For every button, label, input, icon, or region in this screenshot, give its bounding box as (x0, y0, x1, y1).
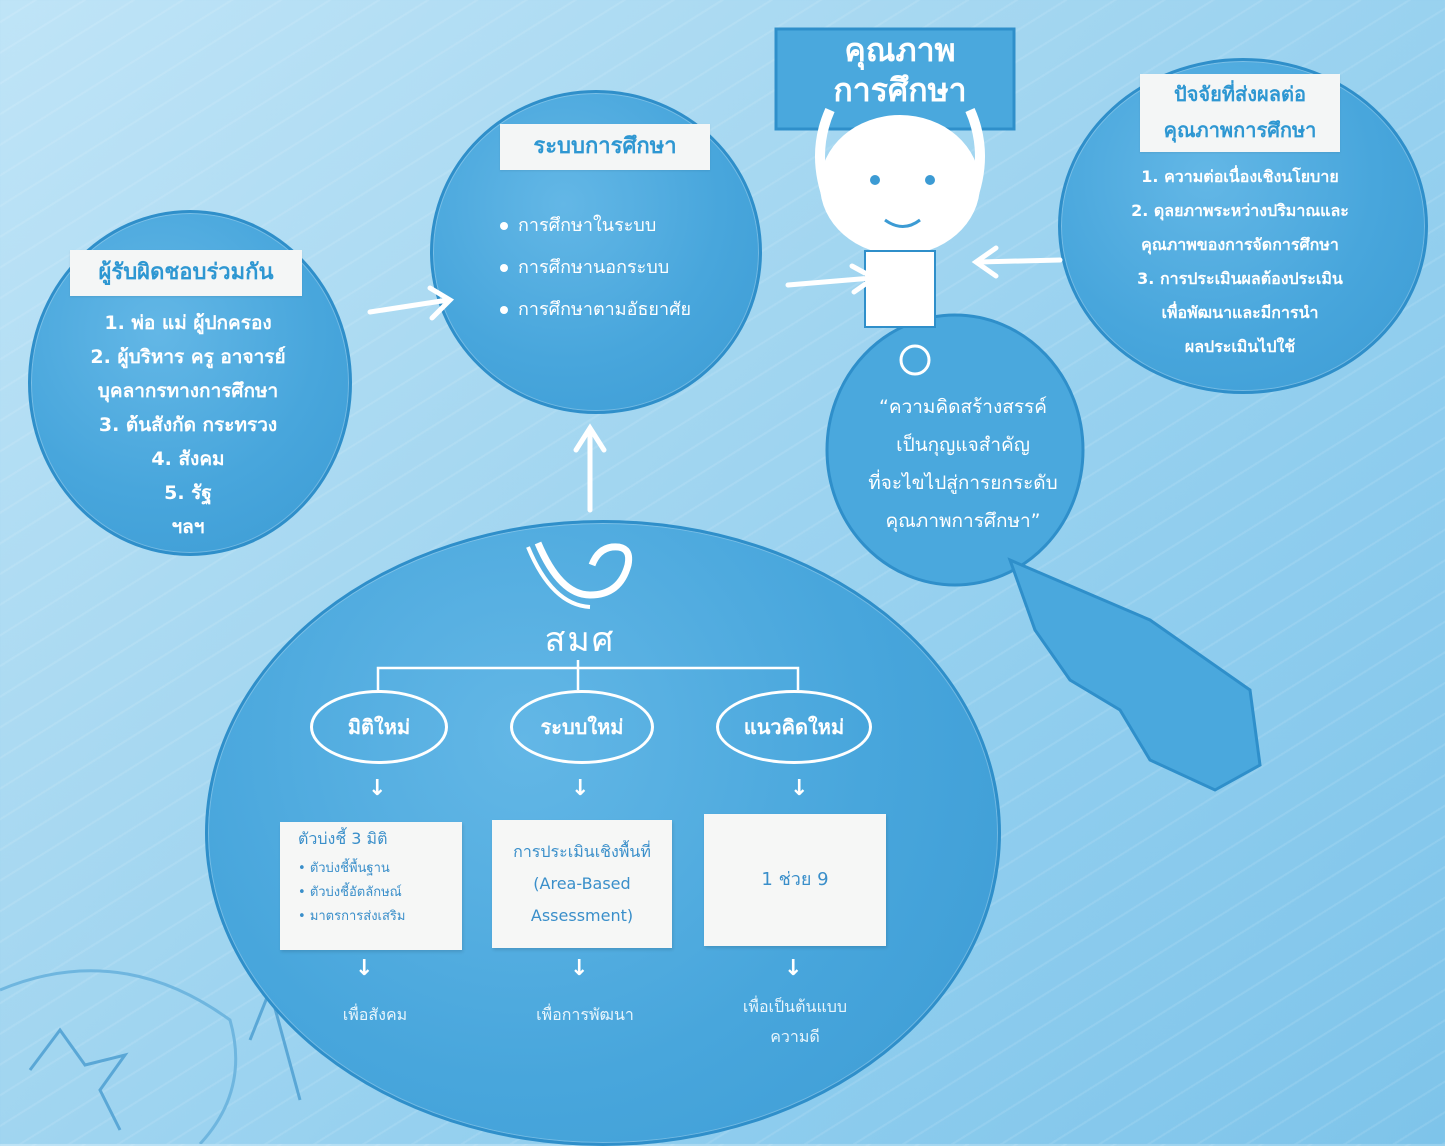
list-item: บุคลากรทางการศึกษา (97, 380, 279, 402)
box-item-text: มาตรการส่งเสริม (309, 909, 406, 924)
list-item: 4. สังคม (151, 448, 225, 470)
box-item-text: ตัวบ่งชี้พื้นฐาน (309, 861, 390, 876)
arrow-right-icon-2 (785, 275, 875, 288)
key-shape (825, 313, 1262, 792)
list-item: 3. การประเมินผลต้องประเมิน (1137, 269, 1343, 288)
onesqa-logo-icon (526, 541, 633, 609)
quote-line: เป็นกุญแจสำคัญ (896, 434, 1030, 456)
list-item: การศึกษาในระบบ (500, 205, 740, 247)
key-quote: “ความคิดสร้างสรรค์ เป็นกุญแจสำคัญ ที่จะไ… (828, 388, 1098, 540)
list-item: 1. ความต่อเนื่องเชิงนโยบาย (1141, 167, 1339, 186)
factors-heading-line-2: คุณภาพการศึกษา (1163, 118, 1317, 142)
down-arrow-icon: ↓ (368, 776, 387, 801)
list-item: 5. รัฐ (164, 482, 212, 504)
indicators-box: ตัวบ่งชี้ 3 มิติ • ตัวบ่งชี้พื้นฐาน • ตั… (280, 822, 462, 950)
quote-line: “ความคิดสร้างสรรค์ (879, 396, 1047, 418)
box-title: ตัวบ่งชี้ 3 มิติ (298, 829, 388, 848)
box-item: • ตัวบ่งชี้พื้นฐาน (298, 861, 390, 876)
banner-line-1: คุณภาพ (844, 31, 956, 69)
area-based-box: การประเมินเชิงพื้นที่ (Area-Based Assess… (492, 820, 672, 948)
banner-line-2: การศึกษา (833, 71, 967, 109)
oval-new-concept: แนวคิดใหม่ (716, 690, 872, 764)
education-system-heading: ระบบการศึกษา (500, 124, 710, 170)
list-item: ฯลฯ (171, 516, 205, 538)
arrow-right-icon (367, 297, 451, 315)
box-item: • มาตรการส่งเสริม (298, 909, 406, 924)
quality-banner-title: คุณภาพ การศึกษา (790, 30, 1010, 110)
list-item: 2. ผู้บริหาร ครู อาจารย์ (90, 346, 286, 368)
list-item: 3. ต้นสังกัด กระทรวง (98, 414, 278, 436)
key-hole-icon (899, 344, 931, 376)
education-system-list: การศึกษาในระบบ การศึกษานอกระบบ การศึกษาต… (500, 205, 740, 331)
result-role-model: เพื่อเป็นต้นแบบ ความดี (700, 992, 890, 1052)
box-line: (Area-Based (533, 874, 631, 893)
box-line: Assessment) (530, 906, 634, 925)
quote-line: คุณภาพการศึกษา” (885, 510, 1041, 532)
shared-responsibility-list: 1. พ่อ แม่ ผู้ปกครอง 2. ผู้บริหาร ครู อา… (40, 306, 336, 544)
down-arrow-icon: ↓ (571, 776, 590, 801)
list-item: ผลประเมินไปใช้ (1184, 337, 1296, 356)
factors-heading-line-1: ปัจจัยที่ส่งผลต่อ (1174, 82, 1306, 106)
onesqa-logo-text: สมศ (544, 620, 616, 660)
star-sketch (28, 1027, 129, 1131)
down-arrow-icon: ↓ (790, 776, 809, 801)
one-help-nine-box: 1 ช่วย 9 (704, 814, 886, 946)
box-line: การประเมินเชิงพื้นที่ (513, 842, 651, 861)
down-arrow-icon: ↓ (570, 956, 589, 981)
list-item: เพื่อพัฒนาและมีการนำ (1161, 303, 1319, 322)
result-social: เพื่อสังคม (342, 1005, 408, 1024)
list-item: 2. ดุลยภาพระหว่างปริมาณและ (1131, 201, 1349, 220)
result-line: เพื่อเป็นต้นแบบ (742, 997, 848, 1016)
arrow-left-icon (975, 257, 1063, 265)
shared-responsibility-heading: ผู้รับผิดชอบร่วมกัน (70, 250, 302, 296)
child-figure (774, 27, 1016, 328)
quote-line: ที่จะไขไปสู่การยกระดับ (868, 472, 1058, 494)
factors-list: 1. ความต่อเนื่องเชิงนโยบาย 2. ดุลยภาพระห… (1078, 160, 1402, 364)
factors-heading: ปัจจัยที่ส่งผลต่อ คุณภาพการศึกษา (1140, 74, 1340, 152)
list-item: คุณภาพของการจัดการศึกษา (1141, 235, 1339, 254)
oval-new-system: ระบบใหม่ (510, 690, 654, 764)
box-item: • ตัวบ่งชี้อัตลักษณ์ (298, 885, 402, 900)
oval-new-dimension: มิติใหม่ (310, 690, 448, 764)
list-item: 1. พ่อ แม่ ผู้ปกครอง (104, 312, 272, 334)
down-arrow-icon: ↓ (784, 956, 803, 981)
result-line: ความดี (770, 1027, 820, 1046)
list-item: การศึกษาตามอัธยาศัย (500, 289, 740, 331)
down-arrow-icon: ↓ (355, 956, 374, 981)
result-development: เพื่อการพัฒนา (536, 1005, 634, 1024)
list-item: การศึกษานอกระบบ (500, 247, 740, 289)
box-item-text: ตัวบ่งชี้อัตลักษณ์ (309, 885, 402, 900)
